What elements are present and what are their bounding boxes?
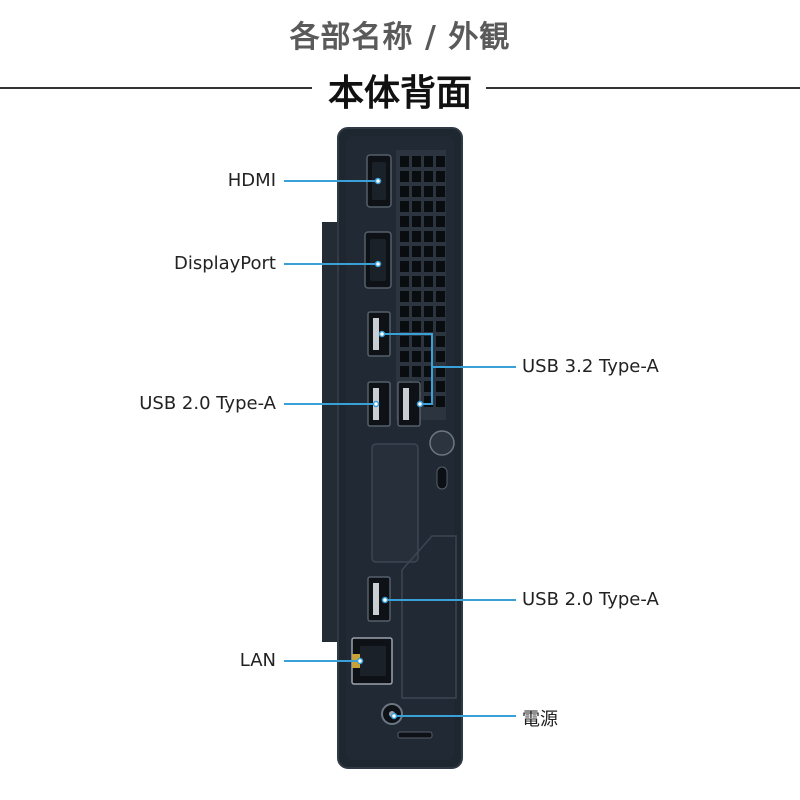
- vent-slot: [400, 231, 409, 242]
- vent-slot: [424, 276, 433, 287]
- vent-slot: [436, 351, 445, 362]
- vent-slot: [400, 216, 409, 227]
- security-slot: [436, 466, 448, 490]
- vent-slot: [424, 201, 433, 212]
- vent-slot: [436, 246, 445, 257]
- vent-slot: [400, 261, 409, 272]
- vent-slot: [424, 261, 433, 272]
- vent-slot: [436, 216, 445, 227]
- vent-slot: [412, 336, 421, 347]
- vent-slot: [424, 306, 433, 317]
- vent-slot: [424, 366, 433, 377]
- label-usb20-right: USB 2.0 Type-A: [522, 589, 659, 610]
- vent-slot: [436, 366, 445, 377]
- vent-slot: [412, 276, 421, 287]
- vent-slot: [436, 231, 445, 242]
- vent-slot: [424, 336, 433, 347]
- displayport-port: [364, 231, 392, 289]
- vent-slot: [424, 246, 433, 257]
- label-displayport: DisplayPort: [173, 253, 276, 274]
- usb20-port-lower: [367, 576, 391, 622]
- divider-right: [486, 87, 800, 89]
- vent-slot: [436, 306, 445, 317]
- section-title: 本体背面: [0, 64, 800, 116]
- vent-slot: [424, 291, 433, 302]
- vent-slot: [400, 156, 409, 167]
- thumb-screw: [429, 430, 455, 456]
- vent-slot: [424, 186, 433, 197]
- expansion-cover: [371, 443, 419, 563]
- lower-panel: [401, 535, 457, 699]
- vent-slot: [424, 396, 433, 407]
- vent-slot: [400, 171, 409, 182]
- vent-slot: [436, 261, 445, 272]
- vent-slot: [436, 336, 445, 347]
- vent-slot: [400, 351, 409, 362]
- vent-slot: [412, 171, 421, 182]
- vent-slot: [424, 156, 433, 167]
- vent-slot: [412, 186, 421, 197]
- vent-slot: [436, 171, 445, 182]
- vent-slot: [436, 186, 445, 197]
- label-power: 電源: [522, 709, 558, 730]
- vent-slot: [400, 186, 409, 197]
- vent-slot: [436, 396, 445, 407]
- vent-slot: [424, 231, 433, 242]
- label-lan: LAN: [239, 650, 276, 671]
- label-hdmi: HDMI: [227, 170, 276, 191]
- vent-slot: [424, 216, 433, 227]
- vent-slot: [412, 351, 421, 362]
- vent-slot: [424, 171, 433, 182]
- vent-slot: [400, 321, 409, 332]
- vent-slot: [412, 291, 421, 302]
- vent-slot: [412, 366, 421, 377]
- vent-slot: [436, 291, 445, 302]
- vent-slot: [400, 306, 409, 317]
- lan-port: [351, 637, 393, 685]
- vent-slot: [400, 276, 409, 287]
- vent-slot: [400, 366, 409, 377]
- vent-slot: [400, 201, 409, 212]
- vent-slot: [400, 291, 409, 302]
- vent-slot: [412, 306, 421, 317]
- vent-slot: [412, 246, 421, 257]
- vent-slot: [412, 201, 421, 212]
- vent-slot: [412, 261, 421, 272]
- vent-slot: [436, 156, 445, 167]
- vent-slot: [400, 246, 409, 257]
- vent-slot: [412, 321, 421, 332]
- page-title: 各部名称 / 外観: [289, 20, 511, 55]
- label-usb20-left: USB 2.0 Type-A: [139, 393, 276, 414]
- vent-slot: [436, 201, 445, 212]
- vent-slot: [412, 216, 421, 227]
- vent-slot: [436, 321, 445, 332]
- vent-slot: [424, 321, 433, 332]
- vent-slot: [400, 336, 409, 347]
- vent-slot: [424, 381, 433, 392]
- vent-slot: [436, 276, 445, 287]
- divider-left: [0, 87, 312, 89]
- callout-lines: [284, 180, 516, 717]
- usb20-port-right: [397, 381, 421, 427]
- vent-slot: [424, 351, 433, 362]
- callout-dots: [356, 177, 424, 720]
- vent-slot: [436, 381, 445, 392]
- vent-slot: [412, 231, 421, 242]
- foot-slot: [397, 731, 433, 739]
- vent-slot: [412, 156, 421, 167]
- label-usb32: USB 3.2 Type-A: [522, 356, 659, 377]
